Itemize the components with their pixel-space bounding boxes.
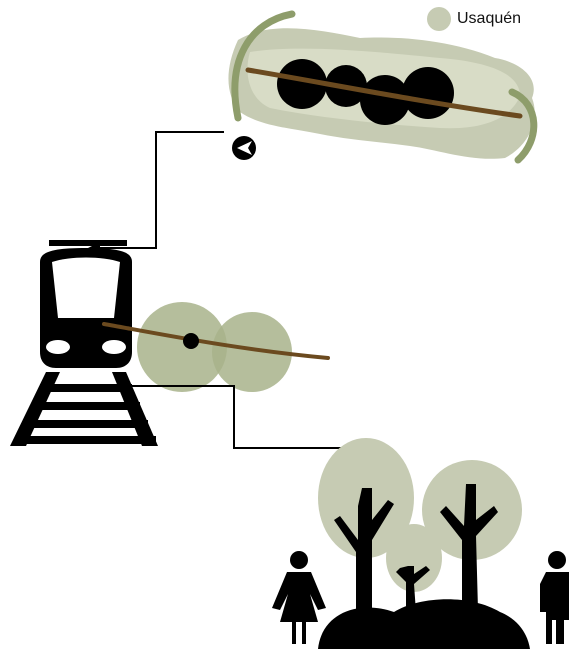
zoomed-area-map <box>228 14 534 160</box>
station-circle <box>402 67 454 119</box>
direction-marker-icon <box>232 136 256 160</box>
train-icon <box>10 240 158 446</box>
person-icon <box>272 551 326 644</box>
connector-train-to-trees <box>130 386 364 454</box>
connector-map-to-train <box>88 132 224 254</box>
station-buffer <box>104 302 328 392</box>
tree-icon <box>318 438 530 649</box>
station-point <box>183 333 199 349</box>
station-circle <box>360 75 410 125</box>
person-icon <box>540 551 569 644</box>
